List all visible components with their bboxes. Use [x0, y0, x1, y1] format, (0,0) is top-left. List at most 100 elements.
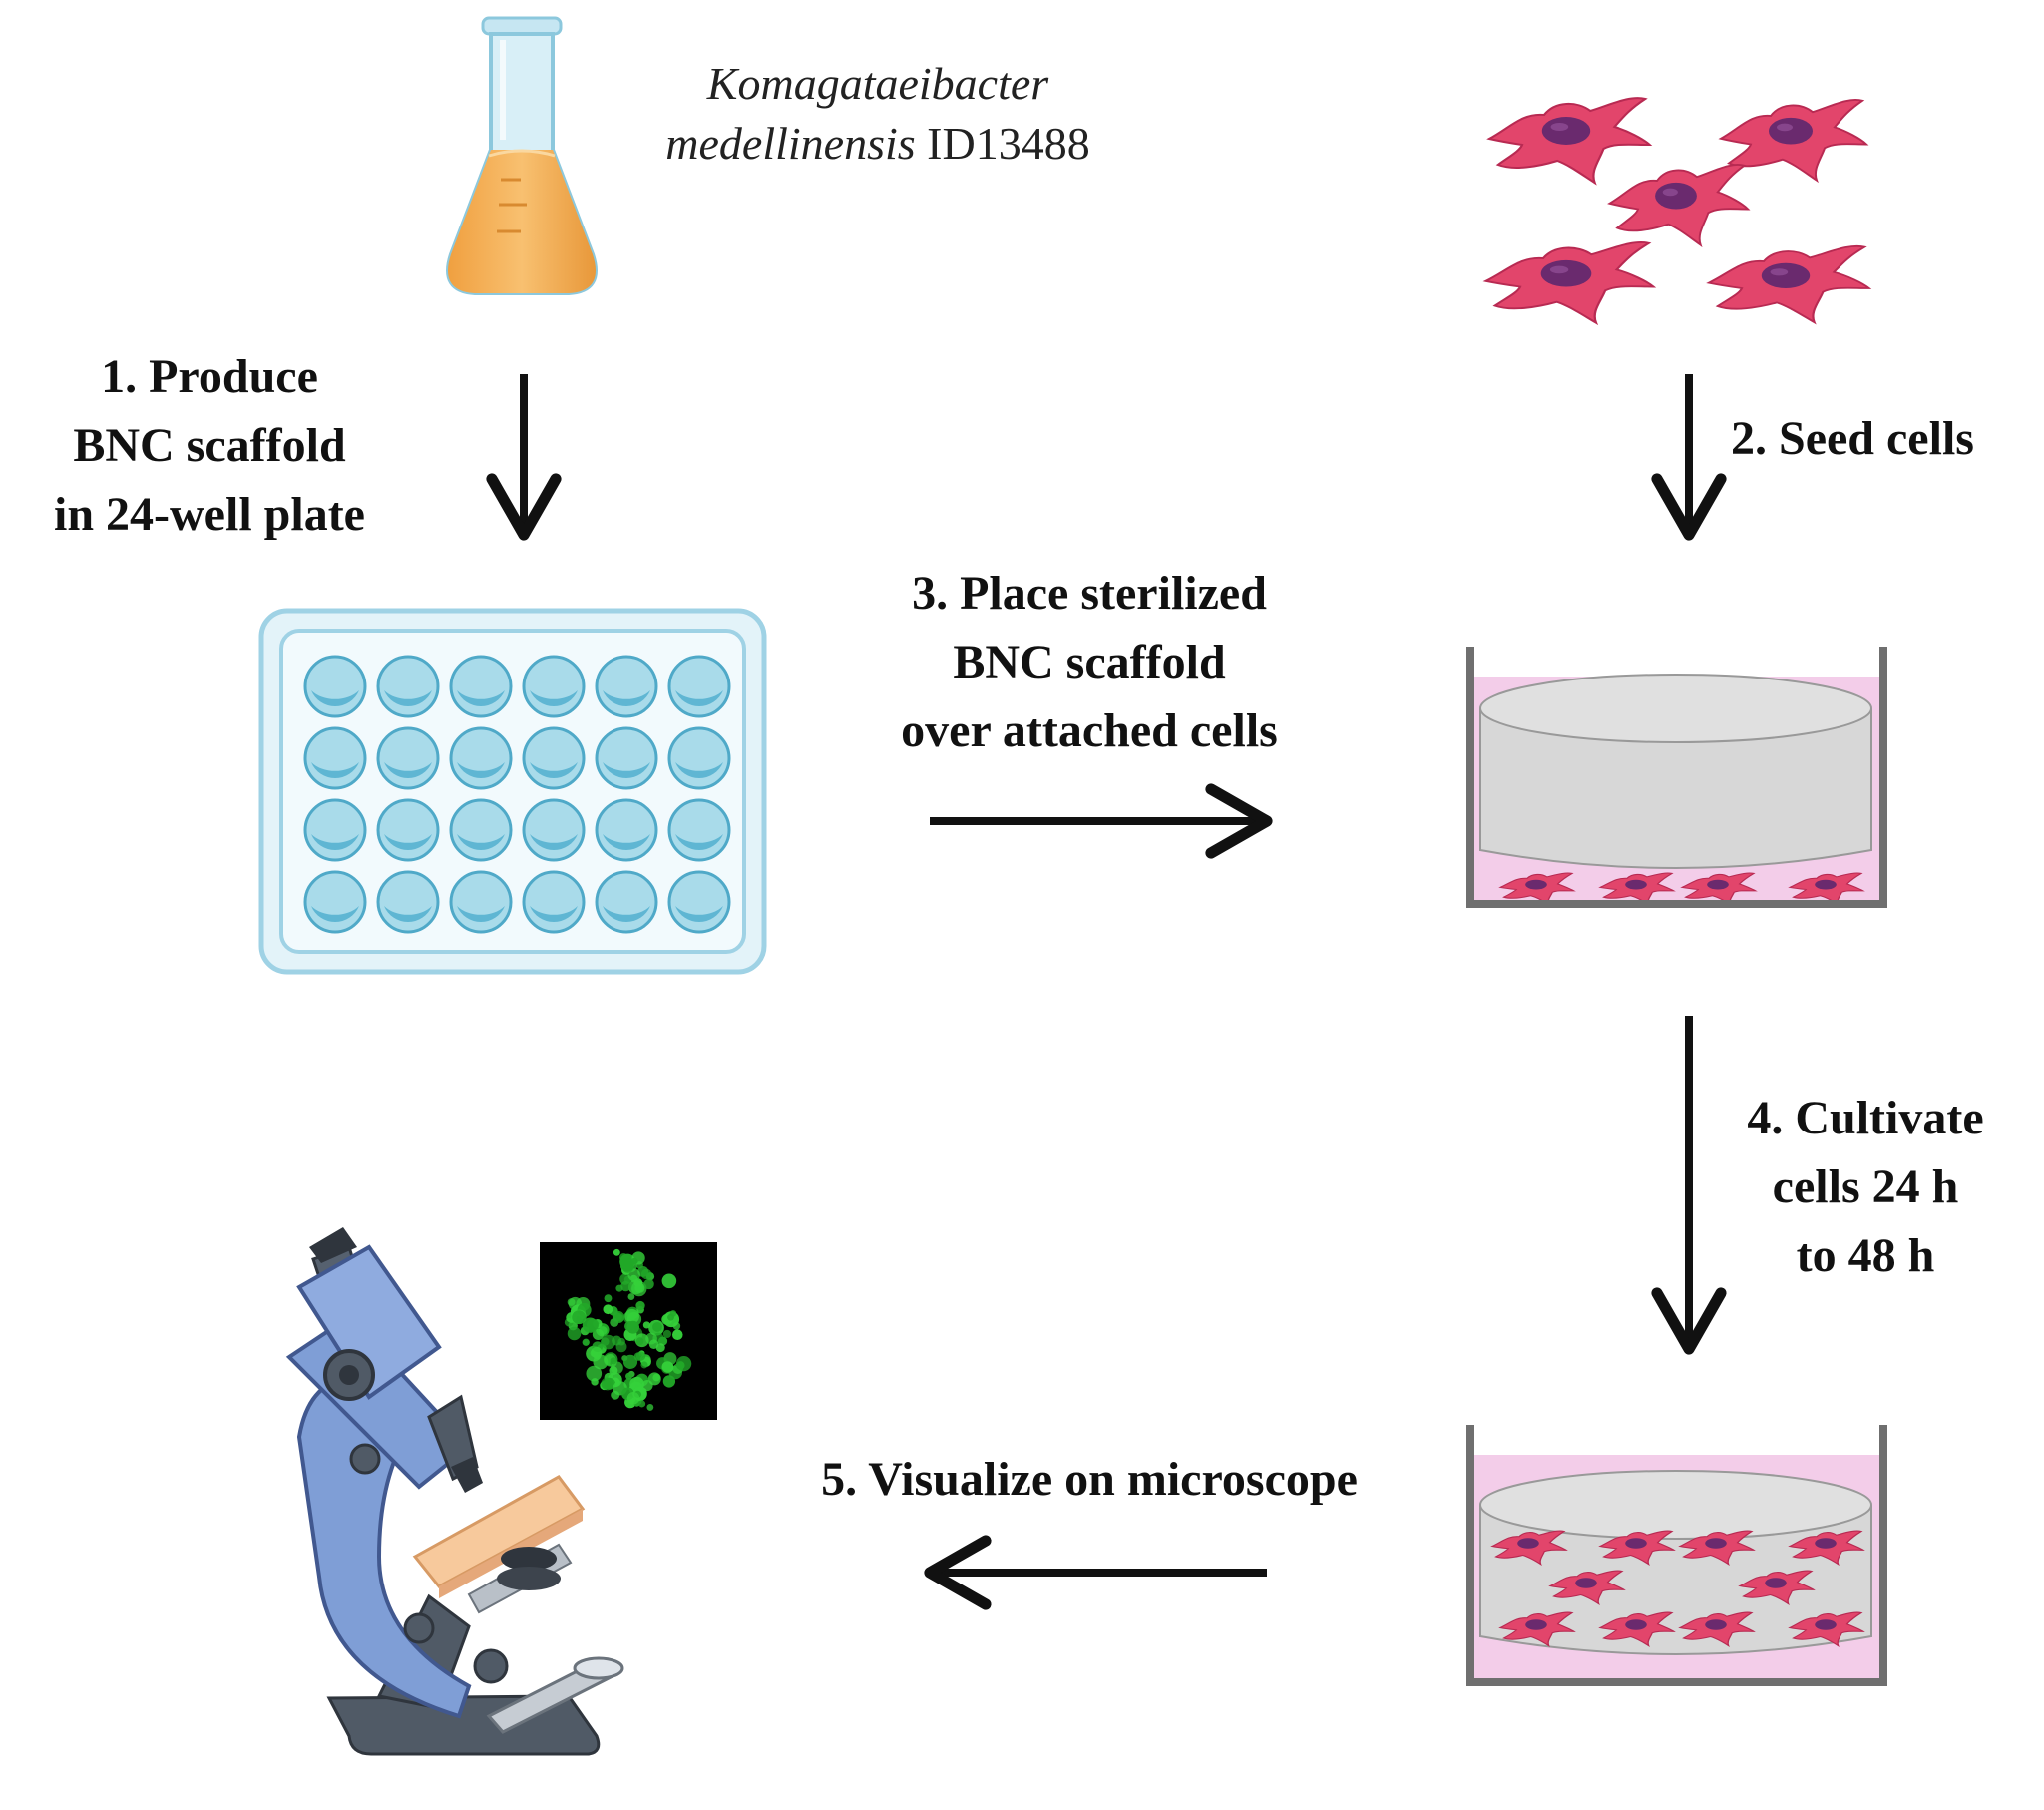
- organism-species: medellinensis: [665, 118, 916, 169]
- step-1-line-1: 1. Produce: [101, 350, 318, 403]
- organism-strain: ID13488: [927, 118, 1090, 169]
- well-shadow: [457, 834, 505, 850]
- fluorescent-cell: [615, 1341, 627, 1353]
- well-shadow: [384, 834, 432, 851]
- fluorescent-cell: [642, 1321, 650, 1329]
- well-shadow: [603, 906, 650, 922]
- step-5-label: 5. Visualize on microscope: [750, 1445, 1429, 1514]
- well: [667, 655, 731, 718]
- step-4-label: 4. Cultivate cells 24 h to 48 h: [1706, 1084, 2025, 1290]
- fluorescent-cell: [582, 1317, 599, 1333]
- fluorescent-cell: [615, 1314, 624, 1322]
- fluorescent-cell: [582, 1338, 590, 1346]
- organism-genus: Komagataeibacter: [706, 58, 1049, 109]
- well: [595, 726, 658, 790]
- step-3-line-3: over attached cells: [901, 704, 1278, 757]
- well-shadow: [530, 834, 578, 850]
- well: [303, 726, 367, 790]
- well-shadow: [311, 762, 359, 779]
- well: [303, 798, 367, 862]
- fluorescent-cell: [646, 1404, 654, 1411]
- well-shadow: [530, 906, 578, 922]
- well: [303, 870, 367, 934]
- fluorescent-cell: [567, 1326, 582, 1341]
- fluorescent-cell: [652, 1321, 662, 1332]
- fluorescent-cell: [610, 1357, 617, 1365]
- step-1-label: 1. Produce BNC scaffold in 24-well plate: [0, 342, 419, 549]
- well: [595, 870, 658, 934]
- organism-label: Komagataeibacter medellinensis ID13488: [589, 54, 1167, 174]
- cells-icon: [1484, 96, 1870, 324]
- well-shadow: [603, 762, 650, 778]
- step-2-line-1: 2. Seed cells: [1731, 412, 1974, 465]
- fluorescent-cell: [620, 1258, 634, 1272]
- well-shadow: [384, 762, 432, 779]
- step-3-line-1: 3. Place sterilized: [912, 567, 1267, 620]
- fluorescent-cell: [676, 1361, 685, 1370]
- fluorescent-cell: [626, 1320, 640, 1334]
- well: [522, 655, 586, 718]
- well: [449, 655, 513, 718]
- well-shadow: [530, 762, 578, 778]
- culture-well-icon: [1466, 1425, 1887, 1686]
- well-plate-icon: [258, 608, 767, 975]
- fluorescent-cell: [591, 1378, 599, 1386]
- well: [376, 870, 440, 934]
- well: [376, 655, 440, 718]
- well-shadow: [384, 690, 432, 706]
- fluorescent-cell: [604, 1294, 613, 1303]
- well: [667, 870, 731, 934]
- step-1-line-2: BNC scaffold: [73, 419, 346, 472]
- fluorescent-cell: [662, 1329, 672, 1339]
- fluorescent-cell: [625, 1372, 633, 1380]
- well-shadow: [457, 690, 505, 706]
- fluorescent-cell: [604, 1377, 616, 1390]
- step-4-line-1: 4. Cultivate: [1747, 1092, 1984, 1144]
- fluorescent-cell: [640, 1361, 648, 1369]
- fluorescent-cell: [622, 1354, 638, 1369]
- well-shadow: [675, 690, 723, 707]
- fluorescent-cell: [601, 1337, 610, 1346]
- well: [667, 726, 731, 790]
- fluorescent-cell: [637, 1265, 649, 1277]
- well-shadow: [457, 762, 505, 778]
- step-3-line-2: BNC scaffold: [953, 636, 1226, 688]
- step-4-line-3: to 48 h: [1796, 1229, 1935, 1282]
- step-4-line-2: cells 24 h: [1772, 1160, 1959, 1213]
- well-shadow: [675, 906, 723, 923]
- fluorescent-cell: [586, 1365, 603, 1382]
- fluorescent-cell: [635, 1300, 645, 1311]
- well: [522, 726, 586, 790]
- fluorescent-cell: [591, 1346, 603, 1359]
- fluorescent-cell: [610, 1361, 623, 1375]
- fluorescent-cell: [627, 1293, 635, 1300]
- step-2-label: 2. Seed cells: [1731, 404, 1974, 473]
- well: [595, 655, 658, 718]
- well: [303, 655, 367, 718]
- fluorescent-cell: [635, 1351, 646, 1361]
- fluorescent-cell: [661, 1361, 674, 1373]
- fluorescent-cell: [635, 1337, 644, 1346]
- fluorescent-cell: [643, 1278, 654, 1290]
- well: [449, 870, 513, 934]
- step-5-line-1: 5. Visualize on microscope: [821, 1453, 1358, 1506]
- well-shadow: [530, 690, 578, 706]
- well-shadow: [675, 834, 723, 851]
- fluorescent-cell: [620, 1280, 631, 1292]
- well-shadow: [311, 834, 359, 851]
- step-3-label: 3. Place sterilized BNC scaffold over at…: [840, 559, 1339, 765]
- well: [376, 726, 440, 790]
- well-shadow: [311, 690, 359, 706]
- well: [376, 798, 440, 862]
- well-shadow: [675, 762, 723, 779]
- fluorescent-cell: [661, 1273, 677, 1289]
- well-shadow: [603, 690, 650, 706]
- well-shadow: [603, 834, 650, 850]
- culture-well-icon: [1466, 647, 1887, 908]
- fluorescent-cell: [613, 1248, 620, 1256]
- well: [595, 798, 658, 862]
- well-shadow: [384, 906, 432, 922]
- fluorescent-cell: [672, 1322, 681, 1330]
- fluorescent-cell: [652, 1373, 661, 1382]
